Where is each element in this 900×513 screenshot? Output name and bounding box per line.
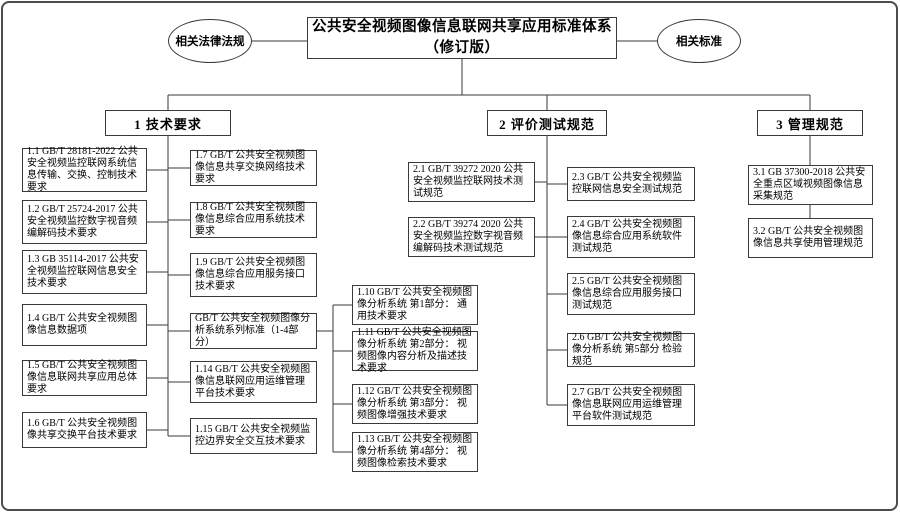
- node-1-4: 1.4 GB/T 公共安全视频图像信息数据项: [22, 304, 147, 346]
- related-standards-ellipse: 相关标准: [657, 19, 741, 63]
- node-1-3: 1.3 GB 35114-2017 公共安全视频监控联网信息安全技术要求: [22, 250, 147, 294]
- node-2-7: 2.7 GB/T 公共安全视频图像信息联网应用运维管理平台软件测试规范: [567, 384, 695, 426]
- branch-2-header: 2 评价测试规范: [487, 110, 607, 136]
- node-1-6: 1.6 GB/T 公共安全视频图像共享交换平台技术要求: [22, 412, 147, 448]
- node-1-1: 1.1 GB/T 28181-2022 公共安全视频监控联网系统信息传输、交换、…: [22, 146, 147, 193]
- node-1-10: 1.10 GB/T 公共安全视频图像分析系统 第1部分： 通用技术要求: [352, 285, 478, 325]
- node-1-12: 1.12 GB/T 公共安全视频图像分析系统 第3部分： 视频图像增强技术要求: [352, 384, 478, 424]
- root-title-line1: 公共安全视频图像信息联网共享应用标准体系: [312, 18, 612, 35]
- branch-1-header: 1 技术要求: [105, 110, 231, 136]
- related-laws-ellipse: 相关法律法规: [168, 19, 252, 63]
- node-3-2: 3.2 GB/T 公共安全视频图像信息共享使用管理规范: [748, 218, 873, 258]
- node-2-2: 2.2 GB/T 39274 2020 公共安全视频监控数字视音频编解码技术测试…: [408, 217, 535, 257]
- node-series-parent: GB/T 公共安全视频图像分析系统系列标准（1-4部分）: [190, 313, 317, 349]
- node-1-2: 1.2 GB/T 25724-2017 公共安全视频监控数字视音频编解码技术要求: [22, 200, 147, 244]
- node-1-5: 1.5 GB/T 公共安全视频图像信息联网共享应用总体要求: [22, 360, 147, 396]
- node-1-14: 1.14 GB/T 公共安全视频图像信息联网应用运维管理平台技术要求: [190, 361, 317, 403]
- node-1-15: 1.15 GB/T 公共安全视频监控边界安全交互技术要求: [190, 418, 317, 454]
- node-2-1: 2.1 GB/T 39272 2020 公共安全视频监控联网技术测试规范: [408, 162, 535, 202]
- node-3-1: 3.1 GB 37300-2018 公共安全重点区域视频图像信息采集规范: [748, 165, 873, 205]
- node-2-6: 2.6 GB/T 公共安全视频图像分析系统 第5部分 检验规范: [567, 332, 695, 367]
- branch-3-header: 3 管理规范: [757, 110, 863, 136]
- node-1-7: 1.7 GB/T 公共安全视频图像信息共享交换网络技术要求: [190, 150, 317, 186]
- node-1-13: 1.13 GB/T 公共安全视频图像分析系统 第4部分： 视频图像检索技术要求: [352, 432, 478, 472]
- root-title-line2: （修订版）: [424, 40, 500, 56]
- node-1-8: 1.8 GB/T 公共安全视频图像信息综合应用系统技术要求: [190, 202, 317, 238]
- node-1-11: 1.11 GB/T 公共安全视频图像分析系统 第2部分： 视频图像内容分析及描述…: [352, 327, 478, 374]
- node-2-3: 2.3 GB/T 公共安全视频监控联网信息安全测试规范: [567, 167, 695, 201]
- node-2-4: 2.4 GB/T 公共安全视频图像信息综合应用系统软件测试规范: [567, 216, 695, 258]
- node-1-9: 1.9 GB/T 公共安全视频图像信息综合应用服务接口技术要求: [190, 253, 317, 297]
- root-title-box: 公共安全视频图像信息联网共享应用标准体系 （修订版）: [307, 17, 617, 59]
- node-2-5: 2.5 GB/T 公共安全视频图像信息综合应用服务接口测试规范: [567, 273, 695, 315]
